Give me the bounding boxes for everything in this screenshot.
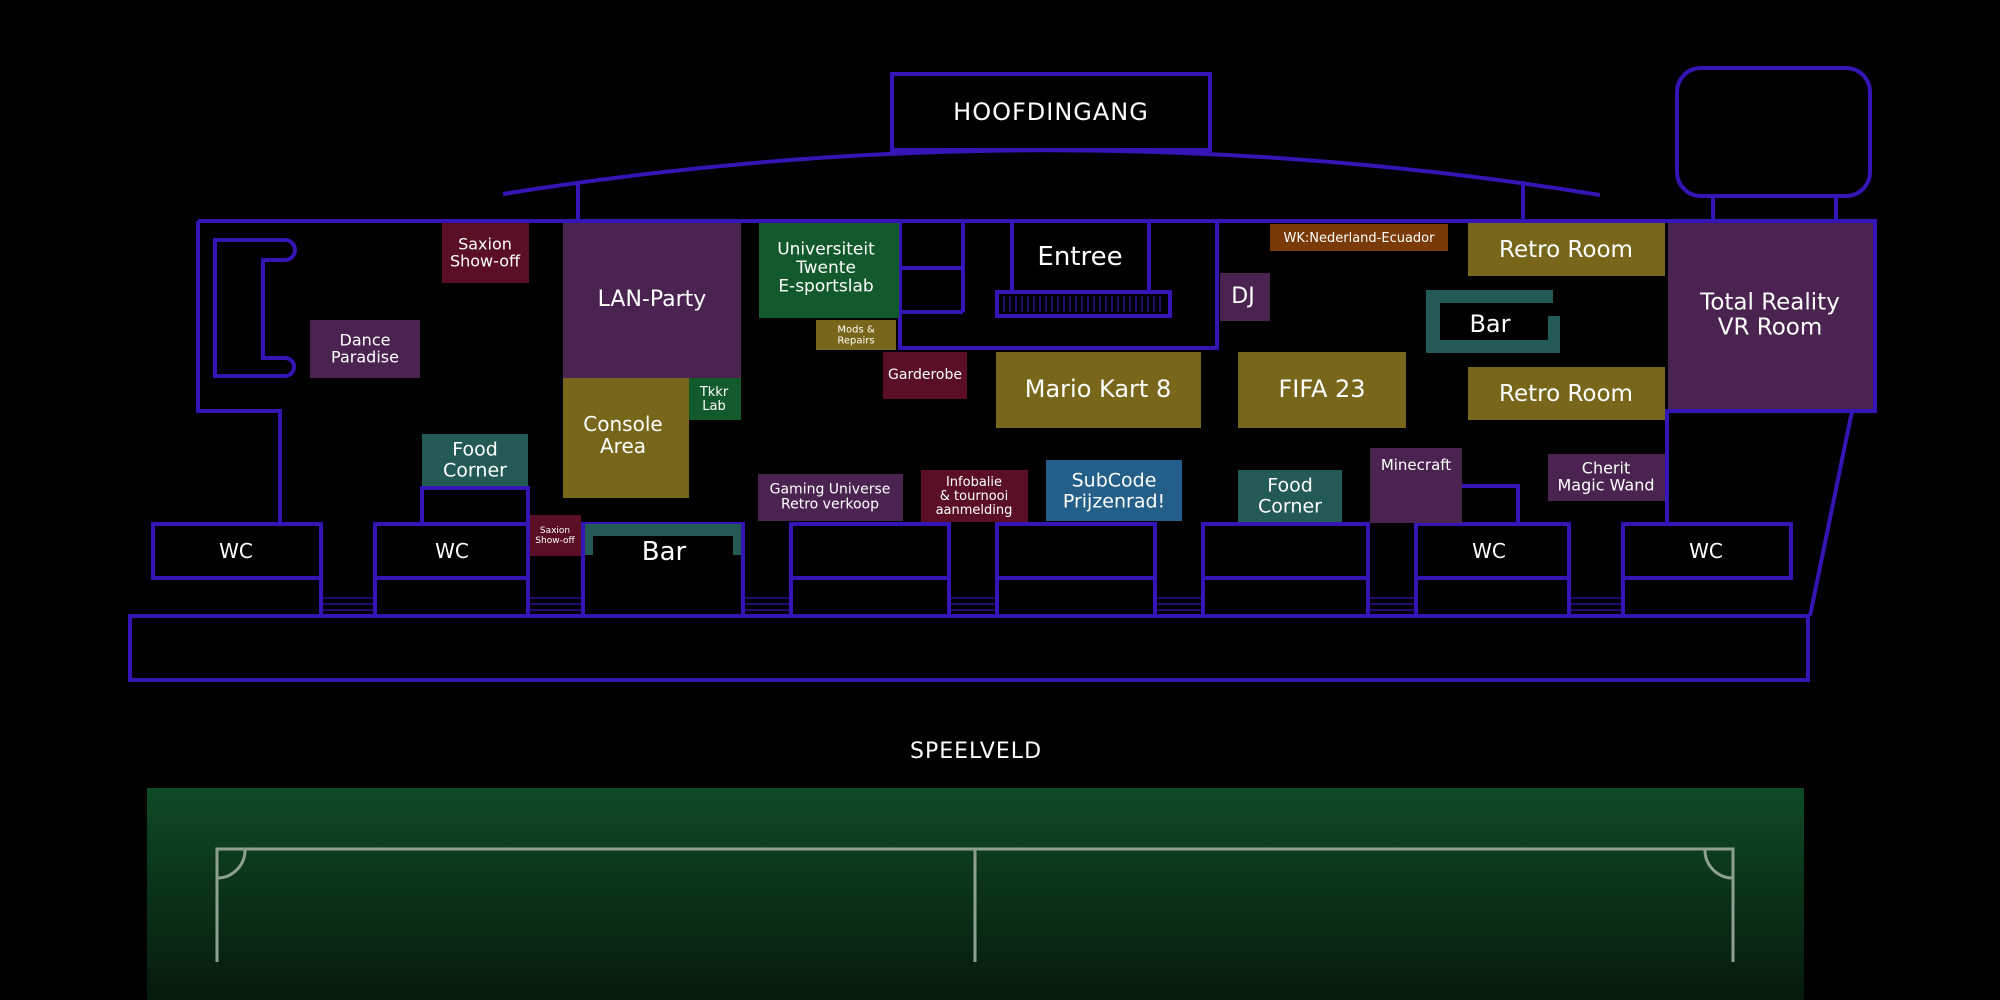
stand-mods-repairs-label: Mods &Repairs [837, 325, 874, 347]
stand-tkkr-lab[interactable] [689, 378, 741, 420]
wc-label-3: WC [1472, 539, 1506, 563]
main-entrance-label: HOOFDINGANG [953, 98, 1149, 126]
wc-label-2: WC [435, 539, 469, 563]
stand-saxion[interactable] [442, 223, 529, 283]
stage-u-shape [213, 238, 297, 378]
stand-minecraft-label: Minecraft [1381, 456, 1451, 474]
stand-mario-kart-label: Mario Kart 8 [1025, 375, 1171, 403]
stand-mario-kart[interactable] [996, 352, 1201, 428]
stand-vr-room[interactable] [1668, 223, 1873, 409]
stand-lan-party[interactable] [563, 223, 741, 378]
bar-left-counter [585, 524, 741, 555]
diagonal-wall [1808, 410, 1854, 617]
bar-right-label[interactable]: Bar [1469, 310, 1510, 338]
stand-lan-party-label: LAN-Party [598, 287, 707, 312]
stand-dj-label: DJ [1231, 284, 1254, 309]
stand-utwente[interactable] [759, 223, 899, 318]
corner-arc-right [1703, 848, 1734, 880]
stand-minecraft[interactable] [1370, 448, 1462, 523]
stand-food-corner-2[interactable] [1238, 470, 1342, 522]
stand-console-area[interactable] [563, 378, 689, 498]
vr-tower [1675, 66, 1872, 198]
stand-subcode[interactable] [1046, 460, 1182, 521]
canopy [502, 148, 1601, 197]
stand-fifa-label: FIFA 23 [1278, 375, 1365, 403]
stand-saxion-small[interactable] [530, 515, 581, 556]
wc-room-1[interactable] [151, 522, 323, 580]
stand-blocks [151, 484, 1793, 618]
field-title: SPEELVELD [910, 739, 1042, 764]
turnstiles [995, 290, 1172, 318]
stand-mods-repairs[interactable] [816, 320, 896, 350]
main-building-wall [196, 219, 1877, 524]
stand-dj[interactable] [1220, 273, 1270, 321]
corner-arc-left [216, 848, 247, 880]
entree-label: Entree [1037, 242, 1122, 272]
stand-fifa[interactable] [1238, 352, 1406, 428]
wc-label-1: WC [219, 539, 253, 563]
stand-garderobe[interactable] [883, 352, 967, 399]
entree-inner-walls [900, 221, 1151, 314]
stairs [321, 597, 1623, 611]
bar-left-label[interactable]: Bar [642, 537, 687, 567]
stand-garderobe-label: Garderobe [888, 367, 962, 383]
stand-gaming-universe[interactable] [758, 474, 903, 521]
stand-wk-match[interactable] [1270, 224, 1448, 251]
entree-block [898, 219, 1219, 350]
stand-food-corner-1[interactable] [422, 434, 528, 486]
stand-infobalie[interactable] [921, 470, 1028, 522]
stand-retro-room-1[interactable] [1468, 223, 1665, 276]
wc-room-4[interactable] [1621, 522, 1793, 580]
stand-retro-room-2-label: Retro Room [1499, 381, 1633, 407]
stand-retro-room-2[interactable] [1468, 367, 1665, 420]
turnstile-lines [1003, 296, 1161, 312]
bar-right-counter [1426, 290, 1560, 353]
wc-label-4: WC [1689, 539, 1723, 563]
stand-retro-room-1-label: Retro Room [1499, 237, 1633, 263]
stand-dance-paradise[interactable] [310, 320, 420, 378]
tribune-corridor [128, 614, 1810, 682]
stand-cherit[interactable] [1548, 454, 1665, 501]
stand-wk-match-label: WK:Nederland-Ecuador [1284, 231, 1436, 246]
